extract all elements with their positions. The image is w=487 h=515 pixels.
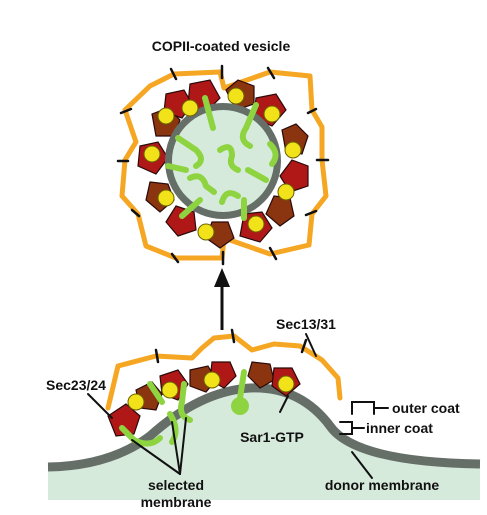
label-selected-membrane-1: selected [148, 477, 204, 493]
leader-selected-1 [131, 439, 181, 475]
vesicle-cargo [165, 95, 279, 221]
leader-selected-2 [171, 421, 181, 475]
label-outer-coat: outer coat [392, 400, 460, 416]
leader-sec23-24 [87, 393, 113, 419]
vesicle-outer-coat [119, 69, 329, 261]
copii-vesicle [116, 64, 330, 266]
donor-lumen [48, 391, 480, 500]
budding-arrow [214, 268, 230, 330]
sar1-membrane-anchor [231, 397, 249, 415]
leader-donor-membrane [351, 451, 373, 479]
vesicle-lumen [172, 110, 274, 212]
bud-sar1-gtp [127, 371, 295, 411]
vesicle-coat-hinges [116, 64, 330, 266]
sec23-subunit [107, 403, 141, 437]
sec24-subunit [265, 195, 295, 227]
vesicle-title: COPII-coated vesicle [152, 38, 291, 54]
bracket-outer-coat [351, 401, 389, 415]
donor-membrane-region [47, 383, 481, 500]
label-sar1-gtp: Sar1-GTP [240, 429, 304, 445]
sec24-subunit [247, 361, 275, 389]
label-selected-membrane-2: membrane [141, 494, 212, 510]
label-sec23-24: Sec23/24 [46, 377, 106, 393]
vesicle-inner-coat [137, 79, 309, 249]
leader-selected-3 [179, 417, 187, 475]
bud-coat-hinges [154, 328, 308, 364]
bud-cargo [119, 369, 247, 447]
donor-membrane [47, 383, 481, 472]
label-inner-coat: inner coat [366, 420, 433, 436]
vesicle-sar1-gtp [143, 87, 302, 241]
leader-sar1-gtp [279, 395, 289, 413]
bracket-inner-coat [339, 421, 365, 435]
label-donor-membrane: donor membrane [325, 477, 440, 493]
leader-lines [87, 333, 389, 479]
leader-sec13-31 [305, 333, 317, 357]
label-sec13-31: Sec13/31 [276, 316, 336, 332]
